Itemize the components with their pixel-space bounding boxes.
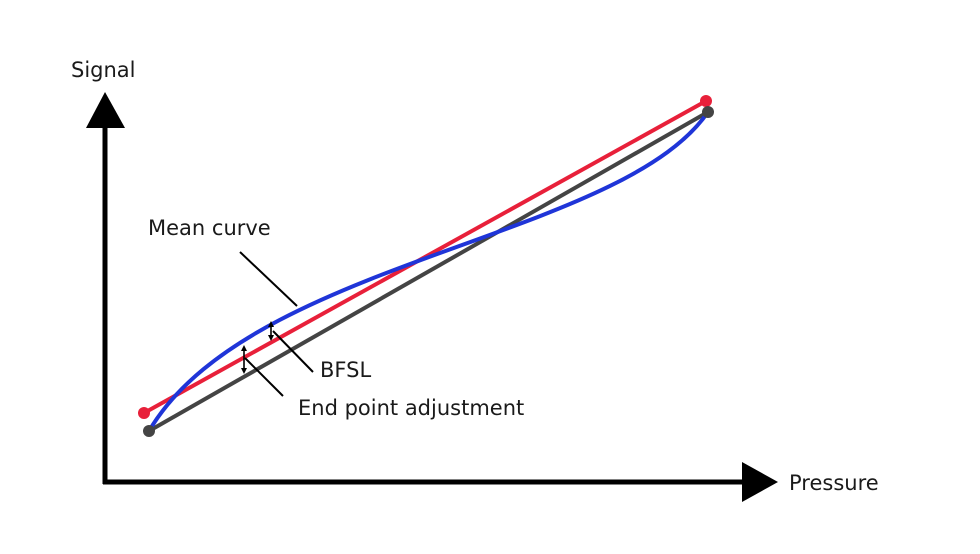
bfsl-deviation-arrow bbox=[268, 321, 274, 341]
x-axis-arrowhead bbox=[742, 462, 778, 502]
mean-curve-label: Mean curve bbox=[148, 216, 271, 240]
y-axis-arrowhead bbox=[86, 92, 125, 128]
end-point-leader bbox=[244, 357, 284, 397]
end-point-label: End point adjustment bbox=[298, 396, 525, 420]
bfsl-end-point bbox=[700, 95, 712, 107]
end-point-end bbox=[702, 106, 714, 118]
end-point-line bbox=[148, 110, 709, 433]
bfsl-leader bbox=[272, 330, 314, 373]
y-axis-label: Signal bbox=[71, 58, 136, 82]
end-point-start bbox=[143, 425, 155, 437]
x-axis-label: Pressure bbox=[789, 471, 879, 495]
mean-curve-leader bbox=[239, 251, 298, 307]
end-point-deviation-arrow bbox=[241, 345, 247, 374]
bfsl-label: BFSL bbox=[320, 358, 372, 382]
bfsl-start-point bbox=[138, 407, 150, 419]
mean-curve bbox=[147, 110, 710, 433]
